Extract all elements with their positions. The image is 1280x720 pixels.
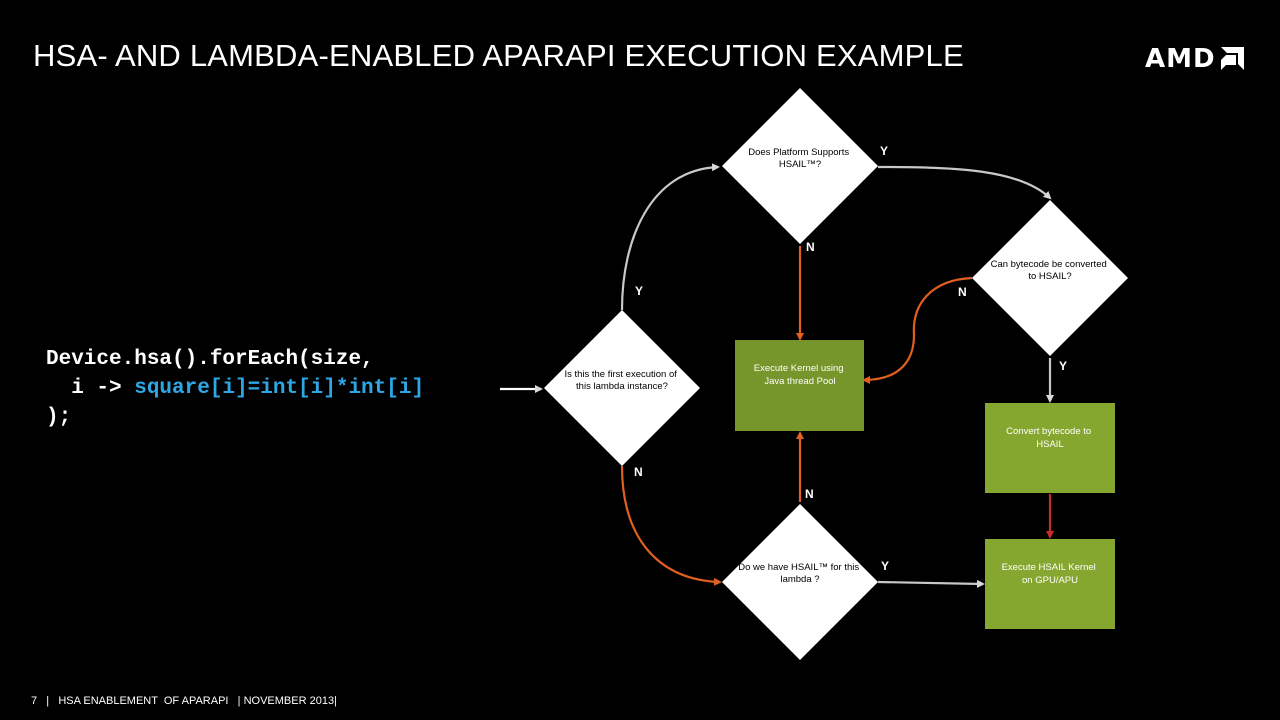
label-first-exec-no: N — [634, 465, 643, 479]
code-line-2-prefix: i -> — [46, 377, 135, 400]
arrow-first-exec-yes — [620, 163, 720, 311]
amd-arrow-icon — [1220, 47, 1244, 70]
arrow-first-exec-no — [620, 465, 722, 586]
svg-text:Convert bytecode to HSAI: Convert bytecode to HSAIL — [1006, 426, 1094, 450]
arrow-platform-yes — [877, 165, 1052, 200]
code-line-2-highlight: square[i]=int[i]*int[i] — [134, 377, 425, 400]
decision-platform-line-1: Does Platform Supports — [748, 147, 849, 158]
process-convert-line-1: Convert bytecode to — [1006, 426, 1091, 437]
label-have-hsail-yes: Y — [881, 559, 889, 573]
decision-platform-hsail: Does Platform Supports HSAIL™? — [722, 88, 878, 244]
process-gpu-line-1: Execute HSAIL Kernel — [1002, 562, 1096, 573]
svg-text:Execute HSAIL Kernel on: Execute HSAIL Kernel on GPU/APU — [1002, 562, 1099, 586]
footer-separator-2: | — [237, 695, 241, 707]
footer-date: NOVEMBER 2013| — [243, 695, 337, 707]
process-convert-line-2: HSAIL — [1036, 439, 1063, 450]
process-java-line-2: Java thread Pool — [764, 376, 835, 387]
amd-logo: AMD — [1145, 44, 1245, 74]
decision-bytecode-line-2: to HSAIL? — [1028, 271, 1071, 282]
process-java-thread-pool: Execute Kernel using Java thread Pool — [735, 340, 864, 431]
label-bytecode-yes: Y — [1059, 359, 1067, 373]
label-platform-yes: Y — [880, 144, 888, 158]
label-bytecode-no: N — [958, 285, 967, 299]
decision-bytecode-line-1: Can bytecode be converted — [991, 259, 1107, 270]
arrow-bytecode-no — [862, 276, 973, 384]
process-java-line-1: Execute Kernel using — [754, 363, 844, 374]
decision-have-hsail: Do we have HSAIL™ for this lambda ? — [722, 504, 878, 660]
decision-bytecode-convertible: Can bytecode be converted to HSAIL? — [972, 200, 1128, 356]
code-snippet: Device.hsa().forEach(size, i -> square[i… — [46, 345, 424, 432]
decision-first-execution-line-1: Is this the first execution of — [564, 369, 677, 380]
svg-text:Can bytecode be converted: Can bytecode be converted to HSAIL? — [991, 259, 1110, 282]
arrow-have-hsail-yes — [877, 579, 985, 588]
decision-platform-line-2: HSAIL™? — [779, 159, 821, 170]
footer-separator-1: | — [46, 695, 50, 707]
slide-footer: 7 | HSA ENABLEMENT OF APARAPI | NOVEMBER… — [31, 695, 337, 707]
amd-logo-text: AMD — [1145, 44, 1216, 74]
code-line-1: Device.hsa().forEach(size, — [46, 348, 374, 371]
label-platform-no: N — [806, 240, 815, 254]
label-have-hsail-no: N — [805, 487, 814, 501]
decision-first-execution-line-2: this lambda instance? — [576, 381, 668, 392]
svg-text:Is this the first execution of: Is this the first execution of this lamb… — [564, 369, 679, 392]
svg-text:Do we have HSAIL™ for this: Do we have HSAIL™ for this lambda ? — [738, 562, 862, 585]
code-line-3: ); — [46, 406, 72, 429]
footer-section: HSA ENABLEMENT OF APARAPI — [58, 695, 229, 707]
decision-first-execution: Is this the first execution of this lamb… — [544, 310, 700, 466]
decision-have-hsail-line-1: Do we have HSAIL™ for this — [738, 562, 859, 573]
svg-text:Does Platform Supports H: Does Platform Supports HSAIL™? — [748, 147, 852, 170]
process-execute-gpu-apu: Execute HSAIL Kernel on GPU/APU — [985, 539, 1115, 629]
footer-page-number: 7 — [31, 695, 38, 707]
process-convert-bytecode: Convert bytecode to HSAIL — [985, 403, 1115, 493]
decision-have-hsail-line-2: lambda ? — [780, 574, 819, 585]
label-first-exec-yes: Y — [635, 284, 643, 298]
svg-text:Execute Kernel using Jav: Execute Kernel using Java thread Pool — [754, 363, 846, 387]
slide-title: HSA- AND LAMBDA-ENABLED APARAPI EXECUTIO… — [33, 38, 964, 73]
process-gpu-line-2: on GPU/APU — [1022, 575, 1078, 586]
